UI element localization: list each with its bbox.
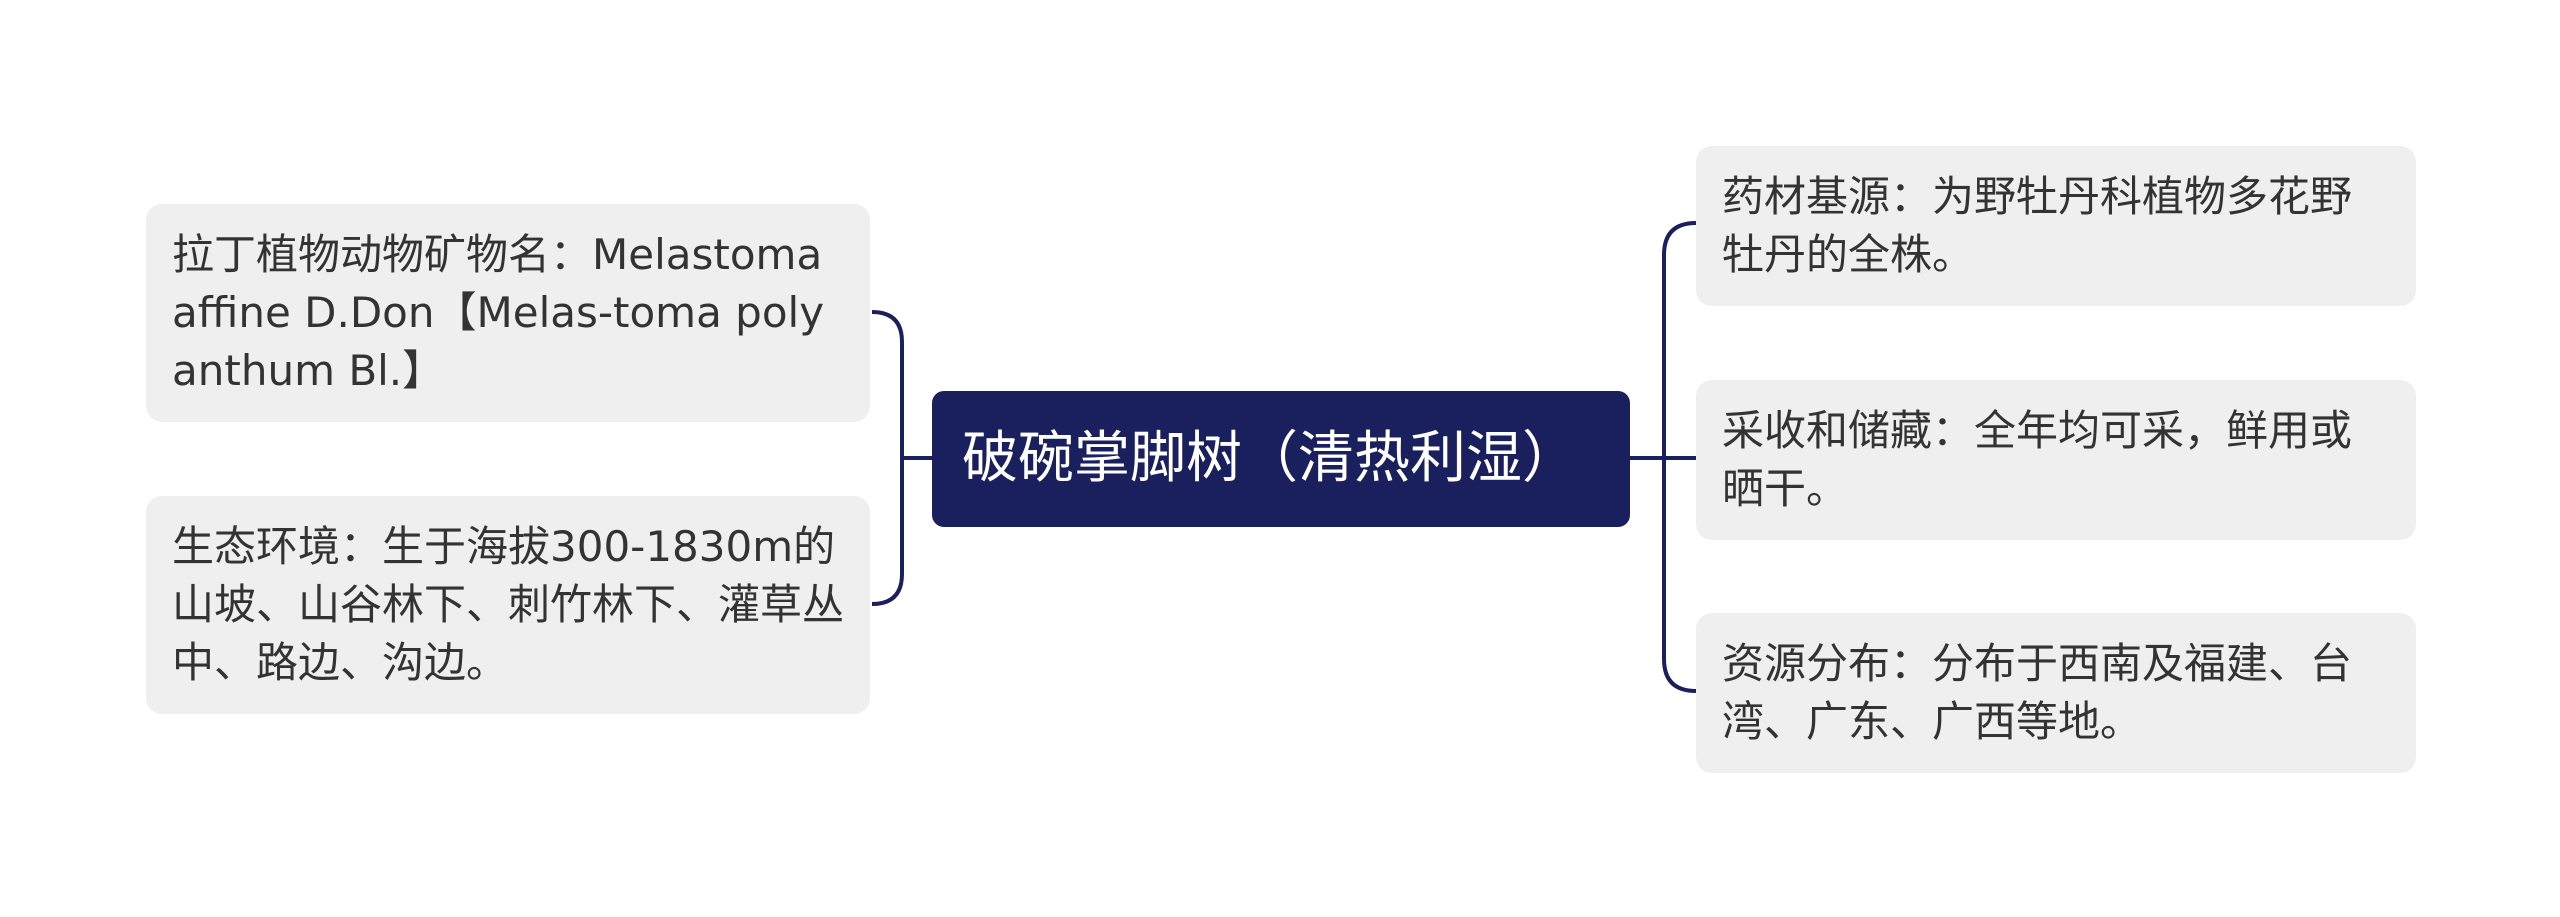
branch-node-text: 采收和储藏：全年均可采，鲜用或晒干。 xyxy=(1722,406,2353,513)
central-topic[interactable]: 破碗掌脚树（清热利湿） xyxy=(932,391,1630,527)
right-connector-bracket xyxy=(1662,221,1697,693)
branch-node-text: 药材基源：为野牡丹科植物多花野牡丹的全株。 xyxy=(1722,172,2353,279)
central-topic-title: 破碗掌脚树（清热利湿） xyxy=(962,426,1578,491)
branch-node-distribution[interactable]: 资源分布：分布于西南及福建、台湾、广东、广西等地。 xyxy=(1696,613,2416,773)
left-connector-bracket xyxy=(871,310,904,606)
branch-node-source[interactable]: 药材基源：为野牡丹科植物多花野牡丹的全株。 xyxy=(1696,146,2416,306)
branch-node-latin-name[interactable]: 拉丁植物动物矿物名：Melastoma affine D.Don【Melas-t… xyxy=(146,204,870,422)
branch-node-text: 拉丁植物动物矿物名：Melastoma affine D.Don【Melas-t… xyxy=(172,230,825,395)
branch-node-habitat[interactable]: 生态环境：生于海拔300-1830m的山坡、山谷林下、刺竹林下、灌草丛中、路边、… xyxy=(146,496,870,714)
branch-node-harvest[interactable]: 采收和储藏：全年均可采，鲜用或晒干。 xyxy=(1696,380,2416,540)
branch-node-text: 生态环境：生于海拔300-1830m的山坡、山谷林下、刺竹林下、灌草丛中、路边、… xyxy=(172,522,845,687)
branch-node-text: 资源分布：分布于西南及福建、台湾、广东、广西等地。 xyxy=(1722,639,2353,746)
